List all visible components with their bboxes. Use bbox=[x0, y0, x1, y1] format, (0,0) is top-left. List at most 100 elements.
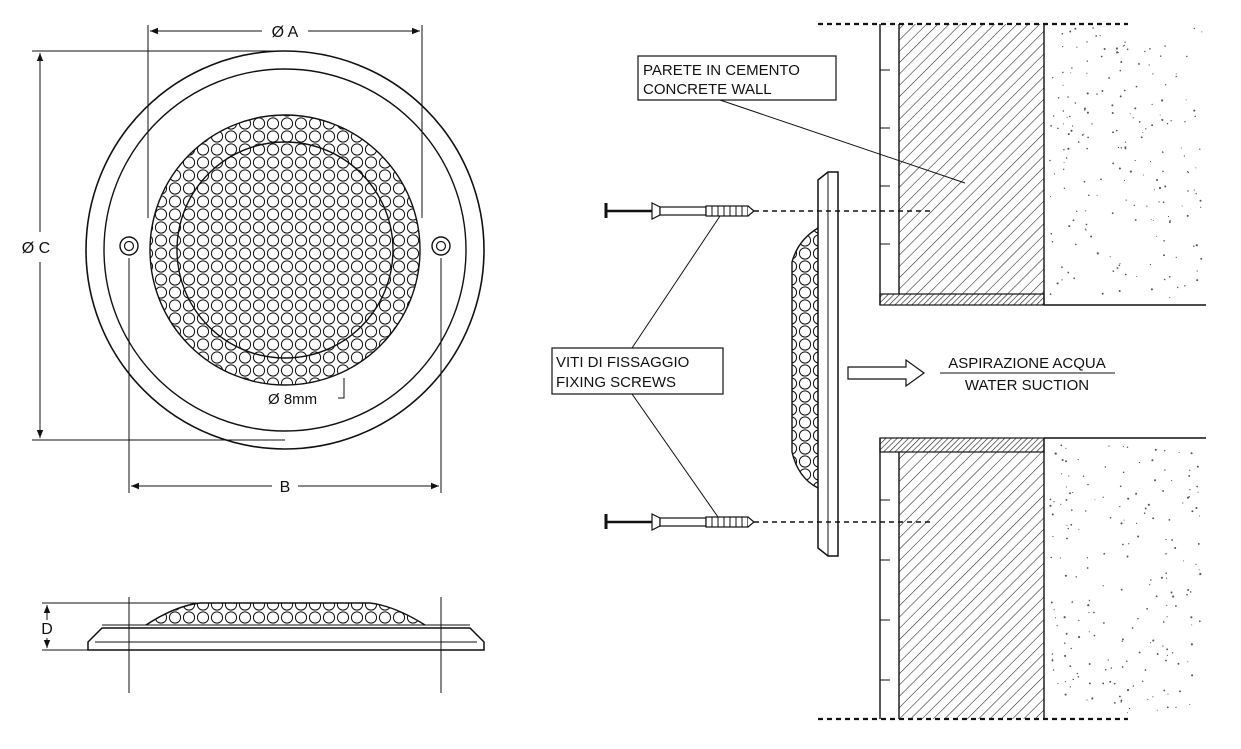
soil-dot bbox=[1183, 560, 1185, 562]
soil-dot bbox=[1062, 110, 1065, 112]
soil-dot bbox=[1120, 147, 1123, 149]
soil-dot bbox=[1124, 147, 1127, 150]
soil-dot bbox=[1052, 669, 1055, 671]
soil-dot bbox=[1083, 180, 1086, 183]
profile-view: D bbox=[41, 597, 485, 693]
soil-dot bbox=[1093, 634, 1096, 637]
soil-dot bbox=[1151, 459, 1154, 462]
soil-dot bbox=[1126, 48, 1129, 51]
soil-dot bbox=[1197, 542, 1200, 545]
soil-dot bbox=[1068, 225, 1071, 228]
soil-dot bbox=[1147, 503, 1150, 506]
soil-dot bbox=[1169, 297, 1171, 299]
soil-dot bbox=[1171, 479, 1173, 482]
soil-dot bbox=[1118, 167, 1121, 170]
soil-dot bbox=[1179, 690, 1181, 693]
soil-dot bbox=[1161, 99, 1164, 102]
soil-dot bbox=[1113, 682, 1116, 685]
soil-dot bbox=[1149, 48, 1151, 50]
soil-dot bbox=[1116, 51, 1119, 54]
fixing-screws-leader-top bbox=[631, 215, 721, 349]
soil-dot bbox=[1064, 681, 1067, 683]
soil-dot bbox=[1060, 473, 1063, 475]
soil-dot bbox=[1131, 627, 1134, 629]
soil-dot bbox=[1193, 245, 1195, 248]
soil-dot bbox=[1125, 199, 1127, 201]
soil-dot bbox=[1197, 491, 1199, 493]
soil-dot bbox=[1051, 241, 1054, 243]
soil-dot bbox=[1057, 97, 1060, 99]
soil-dot bbox=[1187, 661, 1189, 663]
soil-dot bbox=[1133, 204, 1136, 207]
soil-dot bbox=[1171, 539, 1173, 541]
tile-joints-upper bbox=[880, 69, 890, 245]
soil-dot bbox=[1155, 595, 1158, 598]
soil-dot bbox=[1146, 608, 1148, 610]
soil-dot bbox=[1086, 699, 1088, 701]
soil-dot bbox=[1120, 701, 1122, 703]
soil-dot bbox=[1201, 31, 1203, 33]
profile-base bbox=[87, 627, 485, 651]
soil-dot bbox=[1181, 205, 1183, 207]
soil-dot bbox=[1190, 616, 1193, 619]
soil-dot bbox=[1161, 118, 1164, 121]
soil-dot bbox=[1153, 219, 1155, 221]
soil-dot bbox=[1184, 285, 1186, 287]
fixing-screw-bottom bbox=[604, 513, 755, 531]
soil-dot bbox=[1193, 189, 1195, 191]
soil-dot bbox=[1166, 706, 1169, 709]
soil-dot bbox=[1162, 490, 1165, 492]
soil-dot bbox=[1076, 46, 1078, 48]
soil-dot bbox=[1189, 591, 1192, 593]
soil-dot bbox=[1107, 659, 1109, 661]
soil-dot bbox=[1065, 486, 1067, 488]
soil-dot bbox=[1165, 552, 1167, 555]
soil-dot bbox=[1070, 523, 1073, 526]
soil-dot bbox=[1149, 161, 1152, 163]
soil-dot bbox=[1123, 179, 1126, 182]
soil-dot bbox=[1137, 535, 1140, 538]
soil-dot bbox=[1169, 219, 1171, 222]
soil-dot bbox=[1132, 685, 1135, 687]
soil-dot bbox=[1158, 186, 1162, 190]
soil-dot bbox=[1094, 499, 1096, 501]
soil-dot bbox=[1134, 107, 1137, 110]
soil-dot bbox=[1170, 591, 1173, 594]
soil-dot bbox=[1087, 604, 1090, 607]
concrete-wall-label-box bbox=[637, 55, 837, 101]
soil-dot bbox=[1142, 131, 1144, 134]
soil-dot bbox=[1086, 92, 1089, 95]
soil-dot bbox=[1162, 170, 1164, 173]
soil-dot bbox=[1065, 498, 1068, 501]
soil-dot bbox=[1062, 71, 1064, 74]
soil-dot bbox=[1198, 569, 1200, 571]
soil-dot bbox=[1156, 179, 1158, 181]
soil-dot bbox=[1076, 672, 1079, 675]
soil-dot bbox=[1196, 485, 1199, 488]
soil-dot bbox=[1186, 496, 1190, 499]
soil-dot bbox=[1164, 469, 1166, 471]
soil-dot bbox=[1118, 289, 1121, 293]
soil-dot bbox=[1100, 178, 1102, 181]
soil-dot bbox=[1195, 167, 1197, 169]
concrete-wall-label-it: PARETE IN CEMENTO bbox=[643, 62, 800, 79]
soil-dot bbox=[1102, 585, 1104, 587]
soil-dot bbox=[1163, 254, 1165, 257]
soil-dot bbox=[1065, 157, 1068, 159]
soil-dot bbox=[1162, 621, 1165, 623]
soil-dot bbox=[1061, 279, 1063, 281]
soil-dot bbox=[1109, 256, 1111, 258]
soil-dot bbox=[1119, 695, 1121, 698]
installation-view: PARETE IN CEMENTO CONCRETE WALL VITI DI … bbox=[551, 22, 1206, 721]
soil-dot bbox=[1051, 658, 1053, 660]
soil-dot bbox=[1134, 159, 1136, 162]
soil-dot bbox=[1165, 538, 1167, 541]
soil-dot bbox=[1115, 47, 1118, 50]
soil-dot bbox=[1195, 244, 1198, 247]
soil-dot bbox=[1054, 617, 1057, 619]
soil-dot bbox=[1161, 151, 1164, 153]
fixing-screws-label-box bbox=[551, 347, 724, 395]
soil-dot bbox=[1053, 501, 1055, 503]
soil-dot bbox=[1069, 30, 1072, 33]
soil-dot bbox=[1103, 552, 1106, 555]
